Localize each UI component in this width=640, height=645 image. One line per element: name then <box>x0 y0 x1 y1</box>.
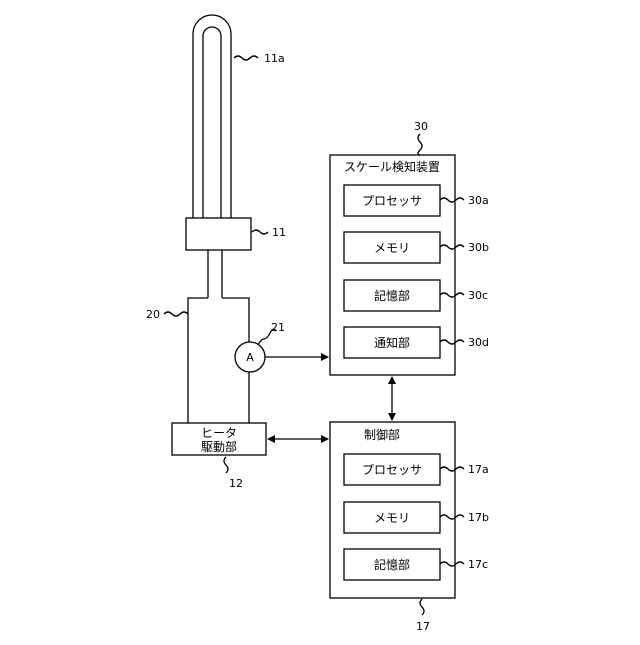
label-30d: 30d <box>468 336 489 349</box>
leader-17b <box>440 515 464 519</box>
control-unit-item-storage: 記憶部 <box>374 557 410 572</box>
leader-30b <box>440 245 464 249</box>
scale-device-item-memory: メモリ <box>374 241 410 255</box>
scale-device-item-processor: プロセッサ <box>362 194 422 208</box>
leader-30 <box>418 134 422 155</box>
control-unit-title: 制御部 <box>364 427 400 442</box>
scale-device-title: スケール検知装置 <box>344 160 440 174</box>
label-20: 20 <box>146 308 160 321</box>
leader-30c <box>440 293 464 297</box>
leader-11a <box>234 56 258 60</box>
leader-17c <box>440 562 464 566</box>
heater-flange <box>186 218 251 250</box>
leader-12 <box>224 457 228 473</box>
leader-17 <box>420 599 424 615</box>
leader-20 <box>164 312 188 316</box>
label-17c: 17c <box>468 558 488 571</box>
label-17a: 17a <box>468 463 489 476</box>
heater-driver-line1: ヒータ <box>201 426 237 440</box>
label-30a: 30a <box>468 194 489 207</box>
label-12: 12 <box>229 477 243 490</box>
leader-30a <box>440 198 464 202</box>
ammeter-symbol: A <box>246 351 254 364</box>
scale-device-item-storage: 記憶部 <box>374 288 410 303</box>
label-17: 17 <box>416 620 430 633</box>
label-30b: 30b <box>468 241 489 254</box>
label-21: 21 <box>271 321 285 334</box>
heater-inner-tube <box>203 27 221 218</box>
label-30: 30 <box>414 120 428 133</box>
leader-17a <box>440 467 464 471</box>
label-30c: 30c <box>468 289 488 302</box>
label-11a: 11a <box>264 52 285 65</box>
heater-driver-line2: 駆動部 <box>201 439 237 454</box>
heater-outer-tube <box>193 15 231 218</box>
control-unit-item-memory: メモリ <box>374 511 410 525</box>
control-unit-item-processor: プロセッサ <box>362 463 422 477</box>
leader-30d <box>440 340 464 344</box>
leader-11 <box>252 230 268 234</box>
scale-device-item-notify: 通知部 <box>374 335 410 350</box>
label-17b: 17b <box>468 511 489 524</box>
label-11: 11 <box>272 226 286 239</box>
